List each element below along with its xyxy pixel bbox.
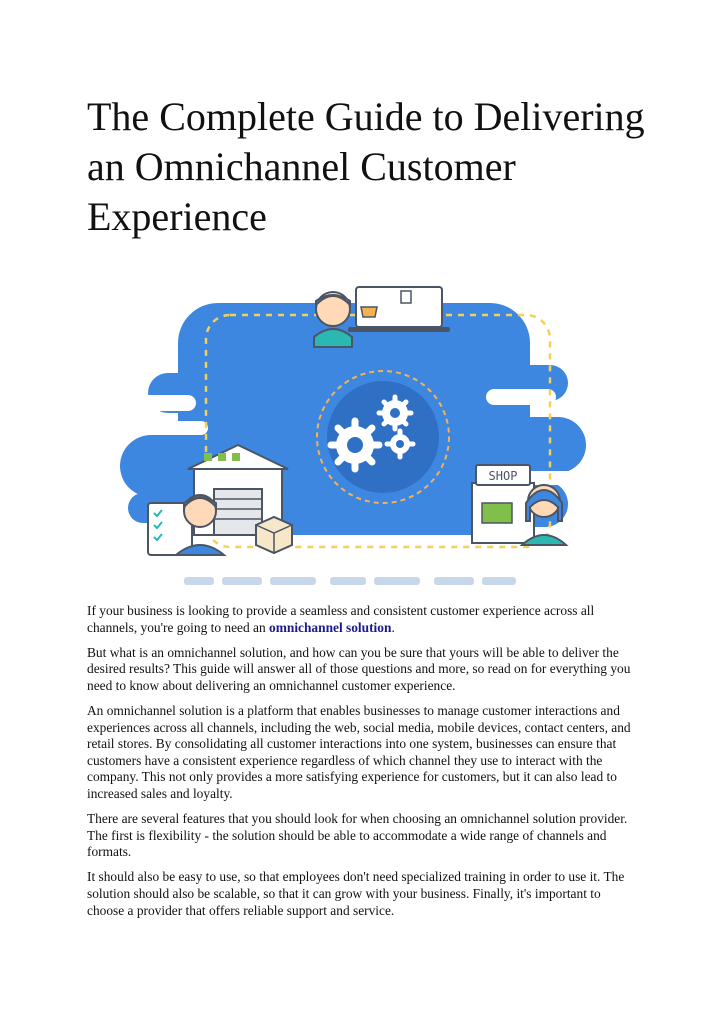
- shop-sign: SHOP: [489, 469, 518, 483]
- package-icon: [255, 515, 293, 555]
- shopping-basket-icon: [360, 306, 378, 318]
- paragraph: An omnichannel solution is a platform th…: [87, 702, 631, 801]
- person-icon: [519, 484, 569, 546]
- shop-icon: SHOP: [471, 464, 535, 544]
- article-body: If your business is looking to provide a…: [87, 603, 635, 928]
- person-icon: [313, 291, 353, 348]
- page-title: The Complete Guide to Delivering an Omni…: [87, 94, 645, 239]
- gears-icon: [316, 370, 450, 504]
- warehouse-icon: [187, 443, 289, 536]
- checklist-icon: [147, 502, 193, 556]
- hero-illustration: SHOP: [120, 286, 586, 585]
- paragraph-text: .: [391, 619, 395, 635]
- paragraph-text: If your business is looking to provide a…: [87, 603, 595, 635]
- person-icon: [173, 494, 227, 556]
- cropped-caption-strip: [184, 577, 516, 585]
- paragraph: If your business is looking to provide a…: [87, 603, 635, 636]
- paragraph: But what is an omnichannel solution, and…: [87, 644, 631, 693]
- laptop-icon: [348, 286, 450, 332]
- omnichannel-solution-link[interactable]: omnichannel solution: [265, 619, 392, 635]
- paragraph: It should also be easy to use, so that e…: [87, 869, 625, 918]
- paragraph: There are several features that you shou…: [87, 811, 628, 860]
